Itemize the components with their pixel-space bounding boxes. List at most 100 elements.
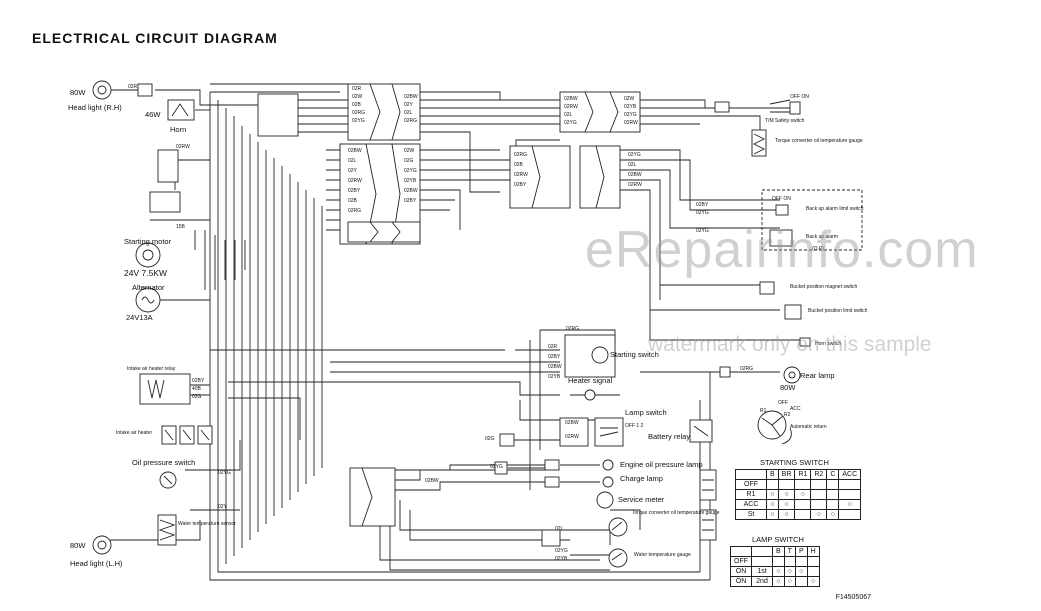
intake-relay [139, 373, 191, 405]
svg-text:02RG: 02RG [348, 208, 361, 214]
svg-text:02BY: 02BY [348, 188, 361, 194]
svg-text:Horn: Horn [170, 125, 186, 134]
svg-text:02BW: 02BW [565, 420, 579, 426]
svg-text:Torque converter oil temperatu: Torque converter oil temperature gauge [632, 510, 720, 516]
table-row: OFF [735, 479, 862, 490]
svg-text:OFF ON: OFF ON [790, 94, 809, 100]
connector-block-3 [347, 221, 421, 243]
starting-switch-table: B BR R1 R2 C ACC OFF R1 ○○○ ACC ○○○ St ○… [735, 469, 862, 520]
table-row: ON 2nd ○○○ [730, 576, 820, 587]
oil-pressure-switch [159, 471, 177, 489]
svg-text:24V 7.5KW: 24V 7.5KW [124, 268, 167, 278]
wire-code-labels: 02R 02R 02W 02B 02RG 02YG 02BW 02Y 02L 0… [128, 84, 753, 562]
svg-text:Intake air heater: Intake air heater [116, 430, 152, 436]
svg-text:02L: 02L [628, 162, 637, 168]
svg-text:02BW: 02BW [564, 96, 578, 102]
svg-text:02BY: 02BY [404, 198, 417, 204]
svg-text:Rear lamp: Rear lamp [800, 371, 835, 380]
svg-text:02R: 02R [548, 344, 558, 350]
svg-text:02RG: 02RG [352, 110, 365, 116]
svg-text:OFF ON: OFF ON [772, 196, 791, 202]
horn-relay [149, 149, 181, 213]
svg-text:02R: 02R [128, 84, 138, 90]
svg-text:02RW: 02RW [565, 434, 579, 440]
svg-text:02BW: 02BW [404, 188, 418, 194]
svg-text:R2: R2 [784, 412, 791, 418]
svg-text:Starting motor: Starting motor [124, 237, 172, 246]
svg-text:02Y: 02Y [404, 102, 414, 108]
svg-text:Back up alarm: Back up alarm [806, 234, 838, 240]
starting-switch-symbol [564, 334, 616, 378]
svg-text:Head light (L.H): Head light (L.H) [70, 559, 123, 568]
svg-text:02W: 02W [404, 148, 415, 154]
svg-text:02YG: 02YG [352, 118, 365, 124]
starting-switch-table-title: STARTING SWITCH [760, 458, 829, 467]
drawing-code: F14505067 [835, 594, 871, 601]
svg-text:Torque converter oil temperatu: Torque converter oil temperature gauge [775, 138, 863, 144]
connector-block-5 [509, 145, 621, 209]
table-row: St ○○○○ [735, 509, 862, 520]
svg-text:02BW: 02BW [348, 148, 362, 154]
svg-text:24V13A: 24V13A [126, 313, 153, 322]
svg-text:02W: 02W [352, 94, 363, 100]
svg-text:02RW: 02RW [514, 172, 528, 178]
lamp-switch-table-title: LAMP SWITCH [752, 535, 804, 544]
head-light-rh [92, 80, 153, 100]
svg-text:Heater signal: Heater signal [568, 376, 613, 385]
svg-text:02YB: 02YB [555, 556, 568, 562]
table-row: ACC ○○○ [735, 499, 862, 510]
svg-text:02RG: 02RG [404, 118, 417, 124]
svg-text:02YG: 02YG [696, 228, 709, 234]
svg-text:Lamp switch: Lamp switch [625, 408, 667, 417]
svg-text:OFF 1 2: OFF 1 2 [625, 423, 644, 429]
rear-lamp [719, 366, 801, 384]
svg-text:02B: 02B [348, 198, 358, 204]
svg-text:02YG: 02YG [490, 464, 503, 470]
svg-text:80W: 80W [780, 383, 796, 392]
svg-text:02YG: 02YG [218, 470, 231, 476]
back-up-alarm-box [761, 189, 863, 251]
svg-text:Head light (R.H): Head light (R.H) [68, 103, 122, 112]
svg-text:02BW: 02BW [425, 478, 439, 484]
svg-text:Alternator: Alternator [132, 283, 165, 292]
svg-text:02YB: 02YB [548, 374, 561, 380]
svg-text:T/M Safety switch: T/M Safety switch [765, 118, 805, 124]
svg-text:Oil pressure switch: Oil pressure switch [132, 458, 195, 467]
svg-text:02YG: 02YG [564, 120, 577, 126]
svg-text:02L: 02L [404, 110, 413, 116]
svg-text:02YG: 02YG [696, 210, 709, 216]
watermark-sub: watermark only on this sample [648, 333, 932, 356]
horn [167, 99, 195, 121]
svg-text:02BW: 02BW [628, 172, 642, 178]
alternator [135, 287, 161, 313]
table-row: B BR R1 R2 C ACC [735, 469, 862, 480]
starting-motor [135, 242, 161, 268]
torque-converter-sensor-top [751, 129, 767, 157]
svg-text:02G: 02G [192, 394, 202, 400]
svg-text:02RW: 02RW [628, 182, 642, 188]
watermark-main: eRepairinfo.com [585, 221, 979, 279]
svg-text:Intake air heater relay: Intake air heater relay [127, 366, 176, 372]
table-row: B T P H [730, 546, 820, 557]
svg-text:02BY: 02BY [548, 354, 561, 360]
svg-text:Bucket position limit switch: Bucket position limit switch [808, 308, 868, 314]
bucket-switches [759, 281, 811, 347]
svg-text:80W: 80W [70, 88, 86, 97]
svg-text:02RW: 02RW [176, 144, 190, 150]
svg-text:OFF: OFF [778, 400, 788, 406]
svg-text:02YG: 02YG [628, 152, 641, 158]
svg-text:(O.P): (O.P) [812, 246, 824, 252]
head-light-lh [92, 535, 112, 555]
svg-text:02W: 02W [624, 96, 635, 102]
intake-heater [161, 425, 213, 445]
svg-text:02L: 02L [555, 526, 564, 532]
page-title: ELECTRICAL CIRCUIT DIAGRAM [32, 30, 278, 46]
svg-text:Back up alarm limit switch: Back up alarm limit switch [806, 206, 864, 212]
svg-text:Service meter: Service meter [618, 495, 665, 504]
svg-text:02RW: 02RW [348, 178, 362, 184]
svg-text:Water temperature sensor: Water temperature sensor [178, 521, 236, 527]
water-temperature-sensor [157, 514, 177, 546]
svg-text:02Y: 02Y [218, 504, 228, 510]
svg-text:R1: R1 [760, 408, 767, 414]
